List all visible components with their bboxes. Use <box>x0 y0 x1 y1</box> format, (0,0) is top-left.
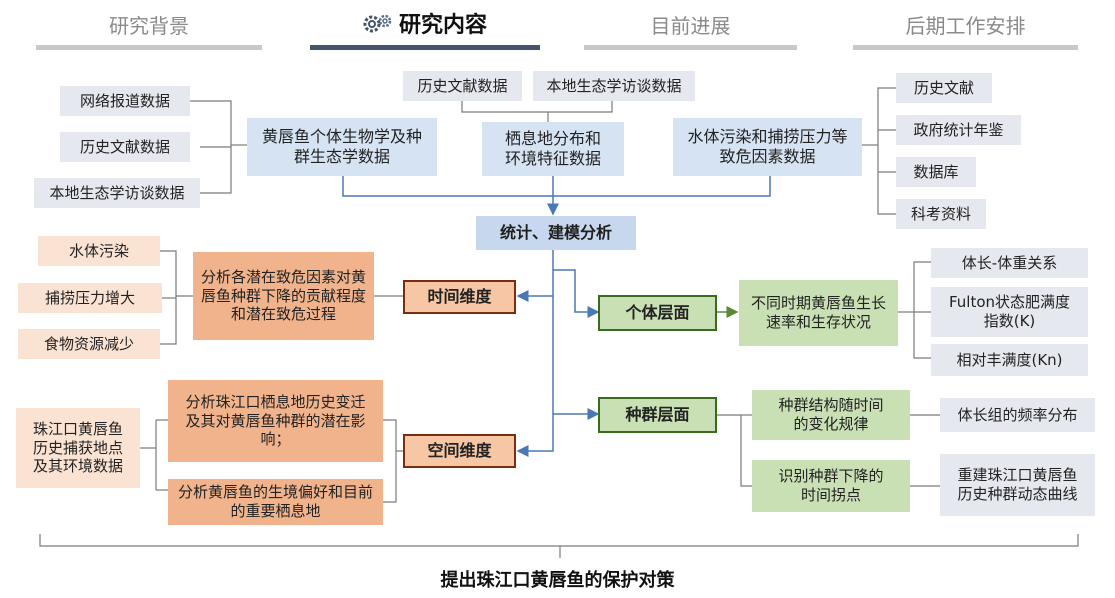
source-left-news: 网络报道数据 <box>60 86 190 116</box>
output-fulton-k: Fulton状态肥满度指数(K) <box>931 287 1088 337</box>
source-top-interview: 本地生态学访谈数据 <box>533 71 695 101</box>
individual-level-node: 个体层面 <box>598 295 717 331</box>
time-analysis-task: 分析各潜在致危因素对黄唇鱼种群下降的贡献程度和潜在致危过程 <box>193 252 374 340</box>
tab-current-progress[interactable]: 目前进展 <box>584 10 797 50</box>
source-top-history: 历史文献数据 <box>403 71 522 101</box>
space-task-habitat-change: 分析珠江口栖息地历史变迁及其对黄唇鱼种群的潜在影响； <box>168 380 383 462</box>
output-relative-kn: 相对丰满度(Kn) <box>931 344 1088 376</box>
tab-label: 研究内容 <box>398 13 487 38</box>
population-level-node: 种群层面 <box>598 397 717 433</box>
category-habitat-data: 栖息地分布和环境特征数据 <box>482 122 624 176</box>
tab-label: 研究背景 <box>109 14 189 38</box>
source-right-survey: 科考资料 <box>896 199 986 229</box>
time-dimension-node: 时间维度 <box>403 280 516 314</box>
factor-food-decline: 食物资源减少 <box>18 329 160 359</box>
space-dimension-node: 空间维度 <box>403 434 516 468</box>
factor-fishing-pressure: 捕捞压力增大 <box>18 283 162 313</box>
tab-label: 目前进展 <box>650 14 731 38</box>
tab-label: 后期工作安排 <box>905 14 1026 38</box>
population-task-turning-point: 识别种群下降的时间拐点 <box>752 460 910 512</box>
source-right-yearbook: 政府统计年鉴 <box>896 115 1021 145</box>
category-threat-data: 水体污染和捕捞压力等致危因素数据 <box>673 118 862 176</box>
factor-water-pollution: 水体污染 <box>38 236 160 266</box>
source-right-database: 数据库 <box>896 157 976 187</box>
individual-task: 不同时期黄唇鱼生长速率和生存状况 <box>739 280 898 346</box>
gears-icon <box>363 12 393 40</box>
space-source-data: 珠江口黄唇鱼历史捕获地点及其环境数据 <box>16 408 140 488</box>
output-length-frequency: 体长组的频率分布 <box>940 398 1095 432</box>
tab-research-background[interactable]: 研究背景 <box>36 10 262 50</box>
source-right-history: 历史文献 <box>896 73 992 103</box>
population-task-structure: 种群结构随时间的变化规律 <box>752 390 910 440</box>
analysis-node: 统计、建模分析 <box>476 216 636 250</box>
tab-future-work[interactable]: 后期工作安排 <box>853 10 1078 50</box>
source-left-history: 历史文献数据 <box>60 132 190 162</box>
output-length-weight: 体长-体重关系 <box>931 248 1088 278</box>
output-population-curve: 重建珠江口黄唇鱼历史种群动态曲线 <box>940 454 1095 516</box>
source-left-interview: 本地生态学访谈数据 <box>34 178 200 208</box>
category-biology-data: 黄唇鱼个体生物学及种群生态学数据 <box>247 118 437 176</box>
space-task-habitat-preference: 分析黄唇鱼的生境偏好和目前的重要栖息地 <box>168 479 383 525</box>
tab-research-content[interactable]: 研究内容 <box>310 10 540 50</box>
conclusion-text: 提出珠江口黄唇鱼的保护对策 <box>440 570 675 591</box>
